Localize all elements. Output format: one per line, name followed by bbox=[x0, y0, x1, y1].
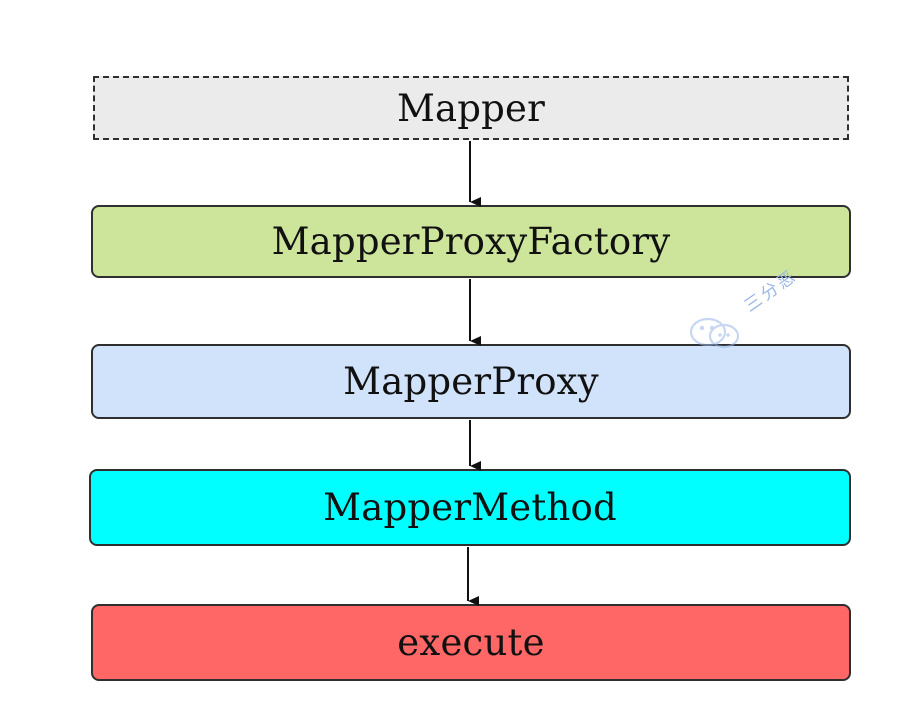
node-mapper-proxy-label: MapperProxy bbox=[343, 360, 599, 403]
node-mapper: Mapper bbox=[93, 76, 849, 140]
node-mapper-proxy-factory: MapperProxyFactory bbox=[91, 205, 851, 278]
node-mapper-method-label: MapperMethod bbox=[323, 486, 617, 529]
node-execute: execute bbox=[91, 604, 851, 681]
wechat-icon bbox=[689, 317, 740, 349]
node-mapper-method: MapperMethod bbox=[89, 469, 851, 546]
node-execute-label: execute bbox=[397, 621, 545, 664]
node-mapper-proxy: MapperProxy bbox=[91, 344, 851, 419]
node-mapper-label: Mapper bbox=[396, 86, 546, 130]
node-mapper-proxy-factory-label: MapperProxyFactory bbox=[271, 220, 671, 263]
